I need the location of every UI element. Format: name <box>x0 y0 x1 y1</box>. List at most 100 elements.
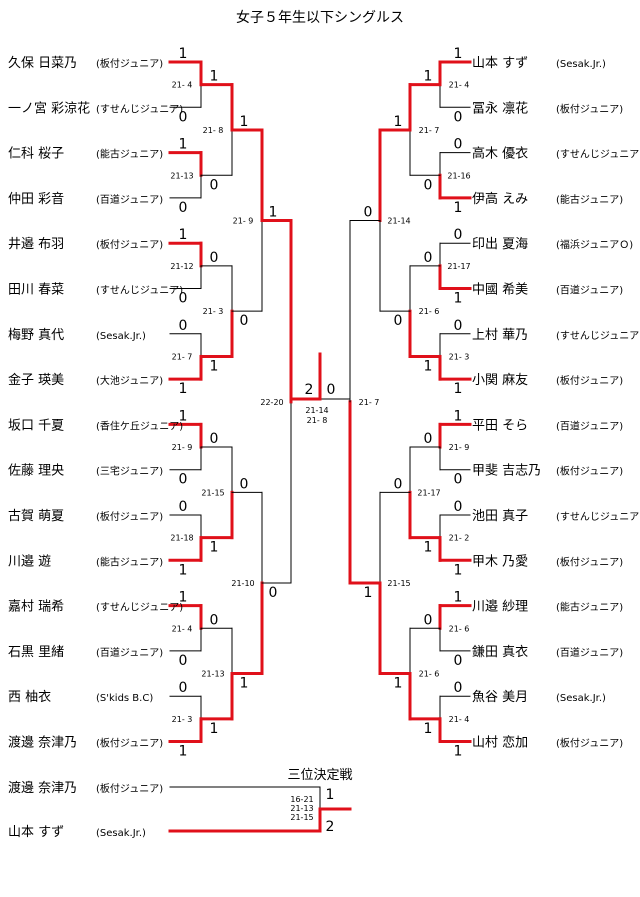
game-score: 21- 3 <box>449 352 470 361</box>
player-name: 甲斐 吉志乃 <box>472 464 541 479</box>
player-name: 印出 夏海 <box>472 237 528 252</box>
final-game-1: 21-14 <box>305 406 328 415</box>
third-score-top: 1 <box>326 787 335 803</box>
match-score: 0 <box>454 653 463 669</box>
game-score: 21-15 <box>201 488 224 497</box>
player-name: 金子 瑛美 <box>8 372 64 388</box>
game-score: 21-16 <box>447 171 470 180</box>
match-score: 1 <box>179 137 188 153</box>
match-score: 1 <box>364 585 373 601</box>
match-score: 1 <box>210 540 219 556</box>
player-team: (百道ジュニア) <box>96 646 163 659</box>
player-name: 伊高 えみ <box>472 191 528 207</box>
match-score: 1 <box>454 291 463 307</box>
player-team: (板付ジュニア) <box>96 510 163 523</box>
match-score: 0 <box>210 612 219 628</box>
player-team: (能古ジュニア) <box>556 601 623 614</box>
match-score: 1 <box>179 408 188 424</box>
player-name: 平田 そら <box>472 418 528 433</box>
player-name: 山本 すず <box>472 56 528 71</box>
match-score: 1 <box>454 46 463 62</box>
player-team: (板付ジュニア) <box>556 737 623 750</box>
match-score: 0 <box>454 137 463 153</box>
player-name: 魚谷 美月 <box>472 690 528 705</box>
player-name: 佐藤 理央 <box>8 464 64 479</box>
third-place-title: 三位決定戦 <box>287 768 352 783</box>
game-score: 21-17 <box>447 262 470 271</box>
match-score: 0 <box>179 680 188 696</box>
match-score: 0 <box>179 653 188 669</box>
game-score: 22-20 <box>260 398 283 407</box>
game-score: 21- 4 <box>449 81 470 90</box>
player-name: 仲田 彩音 <box>8 191 64 207</box>
player-name: 梅野 真代 <box>8 328 64 343</box>
player-team: (Sesak.Jr.) <box>556 693 606 704</box>
third-place-name: 渡邊 奈津乃 <box>8 780 77 796</box>
player-team: (板付ジュニア) <box>556 374 623 387</box>
match-score: 0 <box>210 431 219 447</box>
game-score: 21- 7 <box>419 126 440 135</box>
final-score-left: 2 <box>305 382 314 398</box>
player-team: (すせんじジュニア) <box>556 511 640 523</box>
match-score: 1 <box>424 69 433 85</box>
match-score: 1 <box>454 408 463 424</box>
match-score: 0 <box>179 200 188 216</box>
third-place-team: (Sesak.Jr.) <box>96 828 146 839</box>
player-team: (能古ジュニア) <box>96 555 163 568</box>
player-team: (三宅ジュニア) <box>96 465 163 478</box>
player-team: (すせんじジュニア) <box>96 602 183 614</box>
player-name: 西 柚衣 <box>8 689 51 705</box>
player-name: 石黒 里緒 <box>8 645 64 660</box>
player-name: 池田 真子 <box>472 509 528 524</box>
match-score: 1 <box>394 676 403 692</box>
match-score: 0 <box>179 109 188 125</box>
match-score: 1 <box>454 590 463 606</box>
bracket-lines <box>168 60 472 833</box>
game-score: 21-17 <box>417 488 440 497</box>
game-score: 21- 9 <box>172 443 193 452</box>
player-name: 中國 希美 <box>472 283 528 298</box>
player-team: (すせんじジュニア) <box>556 330 640 342</box>
match-score: 0 <box>424 612 433 628</box>
third-game-score: 16-21 <box>290 795 313 804</box>
match-score: 1 <box>210 721 219 737</box>
match-score: 1 <box>179 744 188 760</box>
match-score: 1 <box>210 69 219 85</box>
player-name: 古賀 萌夏 <box>8 509 64 524</box>
page-title: 女子５年生以下シングルス <box>236 9 404 26</box>
match-score: 0 <box>424 250 433 266</box>
game-score: 21-12 <box>170 262 193 271</box>
game-score: 21- 9 <box>449 443 470 452</box>
game-score: 21- 9 <box>233 217 254 226</box>
third-place-team: (板付ジュニア) <box>96 782 163 795</box>
game-score: 21- 2 <box>449 534 470 543</box>
game-score: 21-18 <box>170 534 193 543</box>
game-score: 21- 3 <box>172 715 193 724</box>
player-team: (百道ジュニア) <box>556 646 623 659</box>
player-name: 仁科 桜子 <box>8 147 64 162</box>
player-name: 川邉 遊 <box>8 554 51 569</box>
player-name: 一ノ宮 彩涼花 <box>8 100 90 116</box>
player-name: 坂口 千夏 <box>8 418 64 433</box>
match-score: 1 <box>269 205 278 221</box>
match-score: 1 <box>454 562 463 578</box>
player-name: 嘉村 瑞希 <box>8 600 64 615</box>
game-score: 21-13 <box>201 670 224 679</box>
player-team: (板付ジュニア) <box>96 737 163 750</box>
player-name: 高木 優衣 <box>472 146 528 162</box>
player-team: (Sesak.Jr.) <box>96 331 146 342</box>
final-game-2: 21- 8 <box>307 416 328 425</box>
match-score: 1 <box>394 114 403 130</box>
match-score: 1 <box>179 562 188 578</box>
match-score: 1 <box>454 744 463 760</box>
player-team: (板付ジュニア) <box>556 465 623 478</box>
match-score: 0 <box>364 205 373 221</box>
player-team: (福浜ジュニアＯ) <box>556 238 633 251</box>
game-score: 21- 6 <box>419 307 440 316</box>
game-score: 21- 8 <box>203 126 224 135</box>
match-score: 0 <box>210 177 219 193</box>
player-team: (大池ジュニア) <box>96 374 163 387</box>
match-score: 0 <box>179 472 188 488</box>
player-name: 渡邊 奈津乃 <box>8 735 77 751</box>
